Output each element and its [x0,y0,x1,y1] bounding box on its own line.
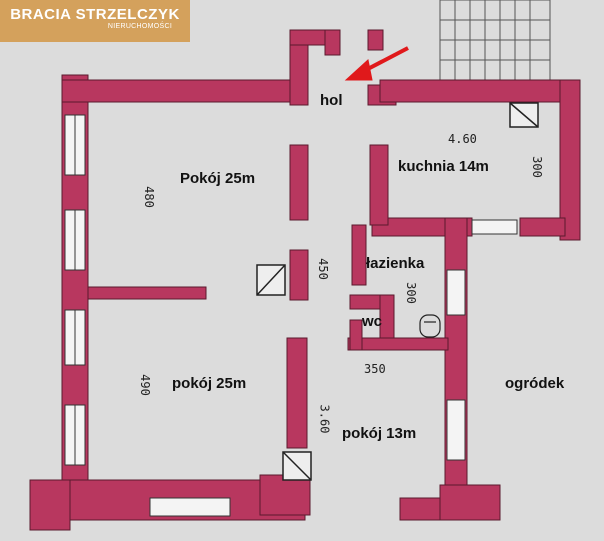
dimension-top-room-height: 480 [141,186,156,208]
dimension-kitchen-width: 4.60 [448,132,477,146]
room-label-pokoj-top: Pokój 25m [180,170,256,187]
dimension-small-room-depth: 3.60 [317,404,332,434]
toilet-icon [419,314,441,338]
pointer-arrow-icon [344,46,409,81]
room-label-ogrodek: ogródek [505,375,565,392]
brand-name: BRACIA STRZELCZYK [10,6,180,23]
brand-logo: BRACIA STRZELCZYK NIERUCHOMOŚCI [0,0,190,42]
windows-left [64,114,86,466]
room-label-wc: wc [362,313,383,330]
room-label-pokoj-bottom: pokój 25m [172,375,247,392]
dimension-kitchen-depth: 300 [529,156,544,178]
dimension-hall-width: 450 [315,258,330,280]
dimension-bottom-room-height: 490 [137,374,152,396]
dimension-bathroom-depth: 300 [403,282,418,304]
room-label-pokoj-small: pokój 13m [342,425,417,442]
dimension-small-room-width: 350 [364,362,386,376]
room-label-kuchnia: kuchnia 14m [398,158,489,175]
room-label-hol: hol [320,92,343,109]
brand-subtitle: NIERUCHOMOŚCI [107,23,173,30]
ventilation-shafts [256,102,539,481]
staircase [439,0,551,81]
windows-right [149,219,518,517]
room-label-lazienka: łazienka [366,255,425,272]
